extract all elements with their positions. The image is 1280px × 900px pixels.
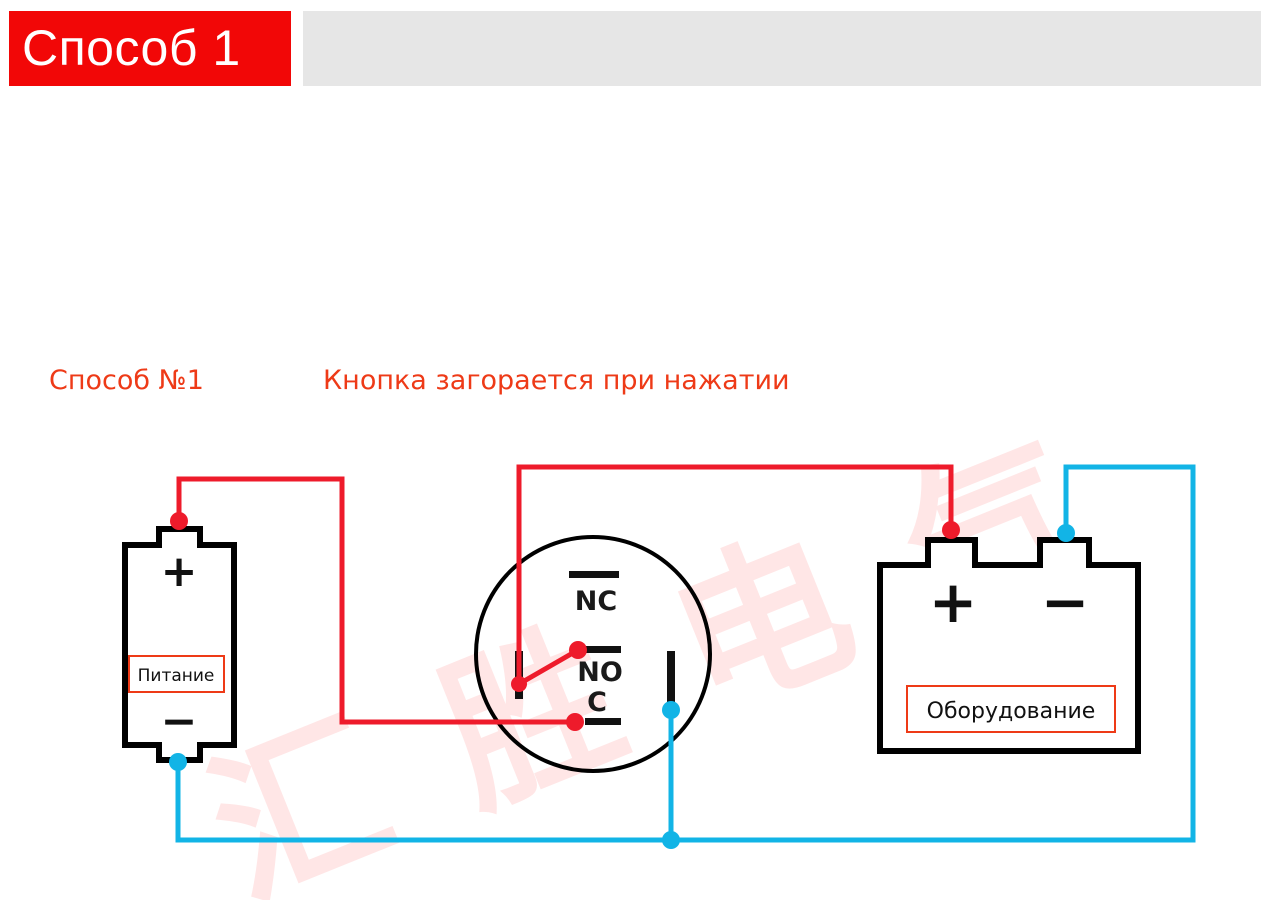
switch-led-terminal-dot: [662, 701, 680, 719]
switch-no-label: NO: [577, 657, 623, 688]
negative-wire-power-to-bus: [175, 464, 1196, 843]
equipment-label-box: [906, 685, 1116, 733]
push-button-switch: NC NO C: [474, 535, 712, 773]
switch-lever-dot: [511, 676, 527, 692]
switch-c-bar: [585, 718, 621, 725]
positive-wire-lever-to-equipment: [516, 464, 954, 684]
power-negative-terminal-dot: [169, 753, 187, 771]
switch-right-contact: [667, 651, 675, 704]
equipment-minus-sign: −: [1041, 568, 1090, 636]
method-label: Способ №1: [49, 365, 204, 396]
switch-no-bar: [575, 646, 621, 653]
positive-terminals: [170, 512, 960, 731]
power-minus-sign: −: [161, 696, 198, 747]
switch-nc-bar: [569, 571, 619, 578]
equipment: + − Оборудование: [877, 537, 1141, 754]
description-label: Кнопка загорается при нажатии: [323, 365, 790, 396]
switch-c-label: C: [587, 687, 607, 718]
power-label-box: [128, 655, 225, 693]
power-source: + − Питание: [122, 526, 237, 763]
positive-wiring: [176, 464, 954, 725]
negative-terminals: [169, 524, 1075, 849]
power-label: Питание: [138, 666, 215, 686]
power-source-outline: [122, 526, 237, 763]
switch-lever: [517, 647, 580, 687]
power-plus-sign: +: [161, 546, 198, 597]
page-title: Способ 1: [9, 11, 291, 86]
equipment-positive-terminal-dot: [942, 521, 960, 539]
power-positive-terminal-dot: [170, 512, 188, 530]
switch-no-terminal-dot: [569, 641, 587, 659]
equipment-negative-terminal-dot: [1057, 524, 1075, 542]
positive-wire-power-to-c: [176, 476, 575, 725]
switch-body: [474, 535, 712, 773]
equipment-plus-sign: +: [929, 568, 978, 636]
title-bar: [303, 11, 1261, 86]
equipment-label: Оборудование: [927, 699, 1096, 724]
switch-c-terminal-dot: [566, 713, 584, 731]
bus-junction-dot: [662, 831, 680, 849]
switch-nc-label: NC: [575, 586, 617, 617]
negative-wiring: [175, 464, 1196, 843]
